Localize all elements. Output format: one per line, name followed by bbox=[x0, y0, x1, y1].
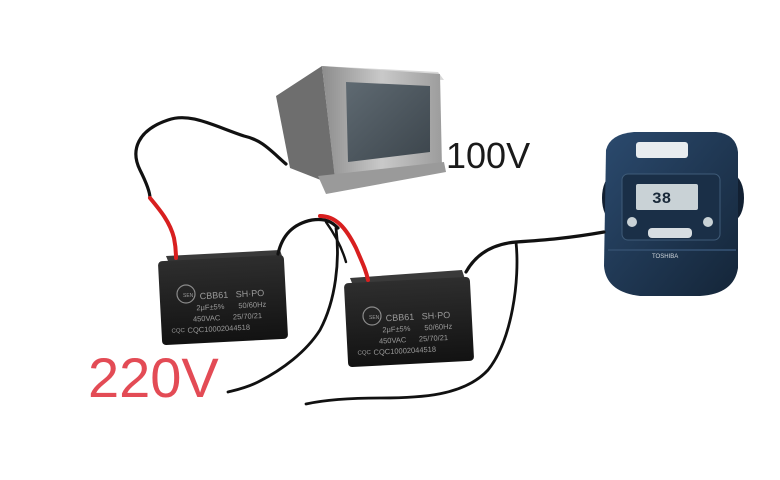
capacitor-1-cert-mark: CQC bbox=[171, 328, 185, 335]
capacitor-1-capacitance: 2μF±5% bbox=[196, 302, 225, 312]
capacitor-2-brand: SEN bbox=[369, 315, 380, 321]
capacitor-2-type: SH·PO bbox=[421, 310, 450, 321]
capacitor-2-model: CBB61 bbox=[386, 312, 415, 323]
capacitor-1-brand: SEN bbox=[183, 293, 194, 299]
tv-stand bbox=[318, 162, 446, 194]
tv-screen bbox=[346, 82, 430, 162]
capacitor-1-logo bbox=[176, 284, 196, 304]
capacitor-2-logo bbox=[362, 306, 382, 326]
input-voltage-label: 220V bbox=[88, 346, 219, 409]
cooker-button-right bbox=[703, 217, 713, 227]
wire-red-capacitor-1 bbox=[148, 196, 178, 260]
capacitor-1-model: CBB61 bbox=[200, 290, 229, 301]
capacitor-2: SEN CBB61 SH·PO 2μF±5% 50/60Hz 450VAC 25… bbox=[344, 270, 474, 368]
capacitor-2-body bbox=[344, 276, 474, 368]
capacitor-2-cert-number: CQC10002044518 bbox=[373, 345, 436, 357]
rice-cooker bbox=[602, 132, 744, 296]
crt-television bbox=[276, 66, 446, 194]
capacitor-1-rating: 25/70/21 bbox=[233, 311, 263, 322]
tv-back-housing bbox=[276, 66, 336, 186]
wire-input-220v bbox=[226, 226, 339, 394]
cooker-start-button bbox=[648, 228, 692, 238]
capacitor-1-type: SH·PO bbox=[235, 288, 264, 299]
capacitor-1: SEN CBB61 SH·PO 2μF±5% 50/60Hz 450VAC 25… bbox=[158, 250, 288, 346]
capacitor-2-voltage: 450VAC bbox=[379, 335, 407, 345]
cooker-brand: TOSHIBA bbox=[652, 254, 678, 260]
cooker-lcd bbox=[636, 184, 698, 210]
wire-capacitor-1-to-capacitor-2 bbox=[276, 217, 340, 256]
wire-capacitor-2-to-cooker bbox=[464, 230, 606, 274]
wire-red-capacitor-2 bbox=[318, 214, 370, 282]
cooker-lid-handle bbox=[636, 142, 688, 158]
capacitor-2-rating: 25/70/21 bbox=[419, 333, 449, 344]
capacitor-2-capacitance: 2μF±5% bbox=[382, 324, 411, 334]
wire-return bbox=[304, 240, 519, 406]
tv-voltage-label: 100V bbox=[446, 135, 531, 176]
capacitor-1-frequency: 50/60Hz bbox=[238, 300, 267, 310]
capacitor-2-cert-mark: CQC bbox=[357, 350, 371, 357]
capacitor-1-cert-number: CQC10002044518 bbox=[187, 323, 250, 335]
cooker-button-left bbox=[627, 217, 637, 227]
wiring bbox=[134, 116, 606, 406]
cooker-lcd-readout: 38 bbox=[652, 190, 671, 208]
capacitor-1-body bbox=[158, 254, 288, 346]
wire-tv-to-capacitor-1 bbox=[134, 116, 288, 200]
capacitor-2-frequency: 50/60Hz bbox=[424, 322, 453, 332]
capacitor-1-voltage: 450VAC bbox=[193, 313, 221, 323]
